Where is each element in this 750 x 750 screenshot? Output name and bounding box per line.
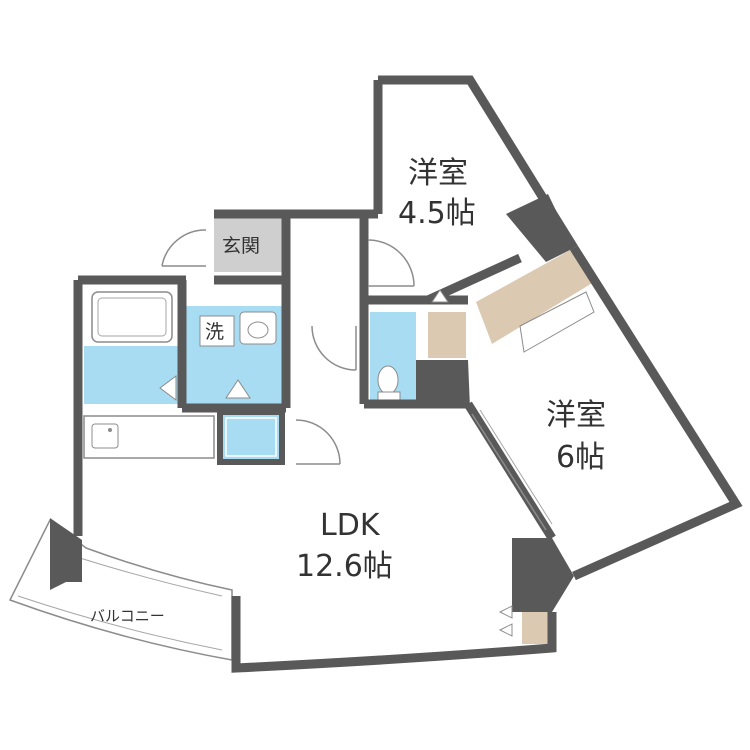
ldk-size: 12.6帖 bbox=[296, 549, 393, 584]
western-room-small-size: 4.5帖 bbox=[398, 196, 476, 231]
entrance-label: 玄関 bbox=[222, 235, 260, 257]
western-room-large-size: 6帖 bbox=[556, 440, 605, 475]
ldk-name: LDK bbox=[320, 508, 381, 543]
closet bbox=[428, 248, 594, 644]
toilet bbox=[370, 312, 416, 402]
western-room-small-name: 洋室 bbox=[408, 156, 468, 191]
entrance: 玄関 bbox=[161, 218, 286, 272]
washroom-label: 洗 bbox=[205, 321, 224, 343]
balcony: バルコニー bbox=[8, 518, 233, 661]
bathroom bbox=[84, 291, 182, 404]
western-room-large-name: 洋室 bbox=[546, 398, 606, 433]
columns bbox=[50, 194, 574, 612]
balcony-label: バルコニー bbox=[90, 607, 165, 625]
washroom: 洗 bbox=[186, 306, 282, 404]
doors bbox=[295, 239, 595, 637]
walls bbox=[73, 75, 743, 673]
kitchen-counter bbox=[83, 415, 215, 459]
laundry-area bbox=[217, 409, 285, 465]
